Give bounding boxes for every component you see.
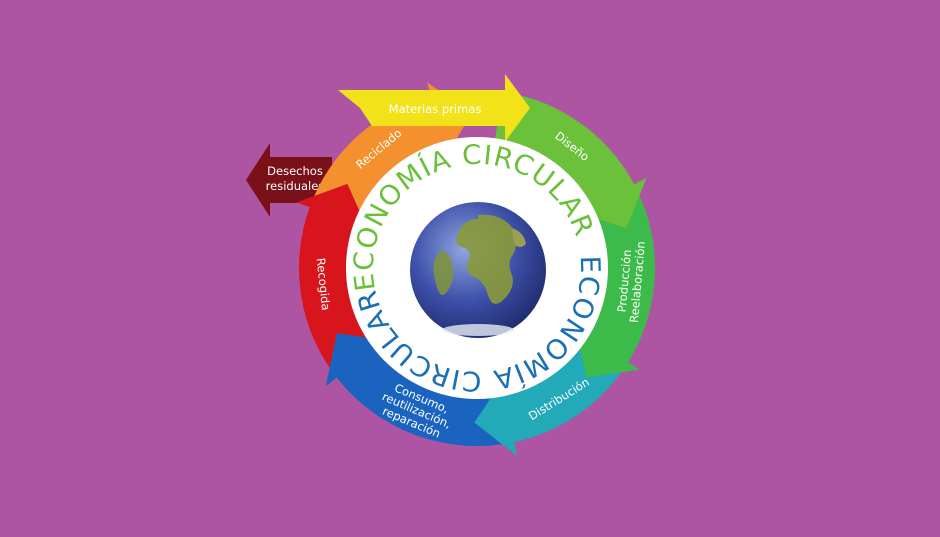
- stage-arrow-shape: [296, 183, 374, 378]
- waste-label-line1: Desechos: [267, 164, 323, 178]
- stage-arrow-shape: [576, 184, 655, 378]
- stage-arrow-shape: [495, 91, 647, 229]
- raw-materials-label: Materias primas: [389, 102, 482, 116]
- stage-label: Producción: [615, 249, 634, 313]
- stage-arrow-shape: [325, 333, 515, 446]
- stage-arrow-diseno: Diseño: [495, 91, 647, 229]
- globe-icon: [410, 202, 546, 338]
- raw-materials-arrow: Materias primas: [338, 74, 530, 142]
- waste-label-line2: residuales: [266, 179, 325, 193]
- stage-arrow-consumo: Consumo,reutilización,reparación: [325, 333, 515, 446]
- stage-arrow-recogida: Recogida: [296, 183, 374, 378]
- stage-label: Recogida: [314, 257, 333, 311]
